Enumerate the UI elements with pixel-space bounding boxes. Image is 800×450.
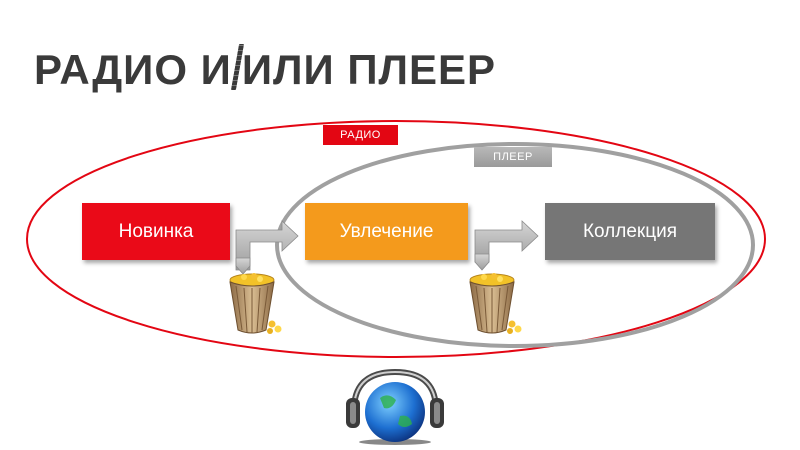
stage-uvlechenie: Увлечение [305,203,468,260]
radio-tag: РАДИО [323,125,398,145]
player-tag: ПЛЕЕР [474,147,552,167]
radio-ellipse [26,120,766,358]
globe-headphones-icon [346,368,444,445]
stage-kollekciya: Коллекция [545,203,715,260]
arrow-uvlechenie-to-kollekciya [474,220,539,271]
wicker-basket-icon [229,273,282,334]
stage-novinka: Новинка [82,203,230,260]
arrow-novinka-to-uvlechenie [235,220,299,275]
title-part-2: ИЛИ ПЛЕЕР [241,46,497,93]
player-ellipse [275,142,755,348]
title-part-1: РАДИО И [34,46,232,93]
wicker-basket-icon [469,273,522,334]
